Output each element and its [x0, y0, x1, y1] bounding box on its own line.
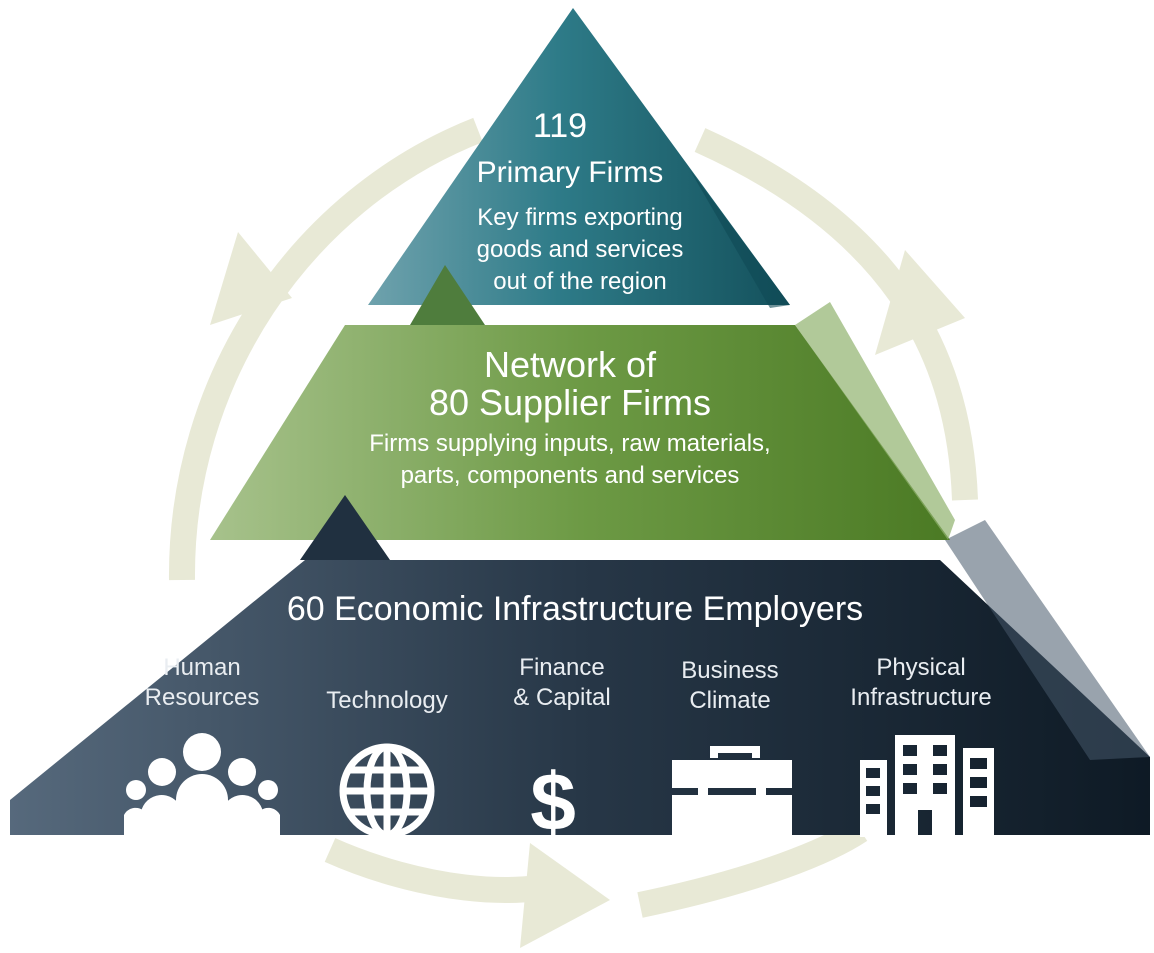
- category-label-line: Human: [163, 654, 241, 681]
- infrastructure-employers-title: 60 Economic Infrastructure Employers: [286, 590, 864, 628]
- category-label-technology: Technology: [287, 686, 487, 716]
- primary-firms-count: 119: [532, 107, 588, 145]
- primary-tier-shape: [368, 8, 790, 305]
- category-label-finance-capital: Finance & Capital: [462, 653, 662, 713]
- globe-icon: [339, 743, 435, 839]
- cycle-arc-bottom-right: [637, 819, 868, 918]
- category-label-business-climate: Business Climate: [630, 656, 830, 716]
- cycle-arrowheads: [210, 232, 965, 948]
- supplier-notch: [300, 495, 390, 560]
- supplier-desc-line: parts, components and services: [400, 462, 740, 489]
- category-label-line: Business: [681, 657, 779, 684]
- primary-firms-title: Primary Firms: [476, 156, 664, 189]
- cycle-arrowhead-right: [875, 250, 965, 355]
- infrastructure-tier-side: [945, 520, 1150, 760]
- category-label-physical-infrastructure: Physical Infrastructure: [821, 653, 1021, 713]
- supplier-firms-title: Network of 80 Supplier Firms: [330, 346, 810, 422]
- dollar-sign-icon: $: [530, 757, 576, 848]
- category-label-line: Technology: [326, 687, 448, 714]
- category-label-human-resources: Human Resources: [102, 653, 302, 713]
- category-label-line: Resources: [144, 684, 260, 711]
- category-label-line: Finance: [519, 654, 605, 681]
- primary-notch: [410, 265, 485, 325]
- category-label-line: & Capital: [513, 684, 611, 711]
- supplier-tier-side: [795, 302, 955, 540]
- supplier-desc-line: Firms supplying inputs, raw materials,: [369, 430, 771, 457]
- category-label-line: Physical: [876, 654, 966, 681]
- cycle-arrowhead-bottom: [520, 843, 610, 948]
- supplier-title-line: Network of: [483, 344, 657, 385]
- primary-desc-line: Key firms exporting: [477, 204, 683, 231]
- category-label-line: Climate: [689, 687, 771, 714]
- cycle-arrowhead-left: [210, 232, 292, 325]
- category-label-line: Infrastructure: [850, 684, 992, 711]
- people-group-icon: [124, 733, 280, 835]
- primary-firms-description: Key firms exporting goods and services o…: [415, 202, 745, 298]
- briefcase-icon: [672, 746, 792, 837]
- primary-desc-line: out of the region: [493, 268, 667, 295]
- primary-tier-side: [690, 170, 790, 308]
- supplier-tier-shape: [210, 325, 950, 540]
- building-icon: [860, 735, 994, 837]
- supplier-firms-description: Firms supplying inputs, raw materials, p…: [300, 428, 840, 492]
- supplier-title-line: 80 Supplier Firms: [428, 382, 712, 423]
- primary-desc-line: goods and services: [476, 236, 684, 263]
